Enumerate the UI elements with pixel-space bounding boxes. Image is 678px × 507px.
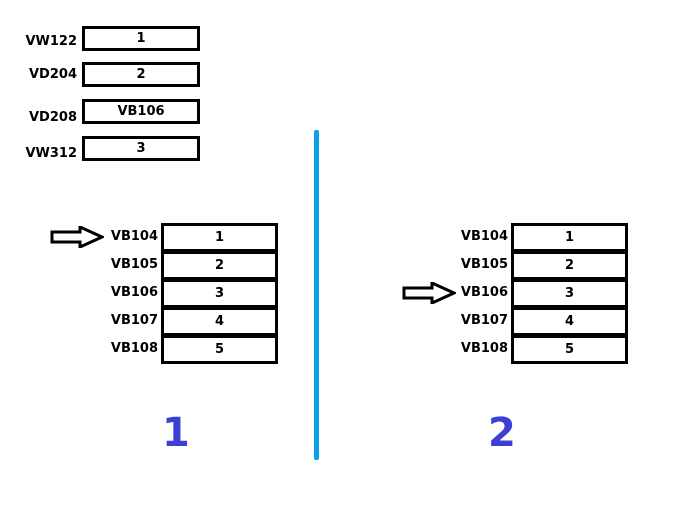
panel-right-caption: 2 — [488, 410, 516, 456]
left-row-box-4: 5 — [161, 335, 278, 364]
top-row-label-3: VW312 — [25, 146, 77, 161]
left-row-box-2: 3 — [161, 279, 278, 308]
top-row-label-0: VW122 — [25, 34, 77, 49]
panel-divider — [314, 130, 319, 460]
right-row-label-2: VB106 — [460, 285, 508, 300]
right-row-box-1: 2 — [511, 251, 628, 280]
top-row-box-1: 2 — [82, 62, 200, 87]
right-row-box-4: 5 — [511, 335, 628, 364]
panel-left-caption: 1 — [162, 410, 190, 456]
left-row-box-0: 1 — [161, 223, 278, 252]
right-row-label-4: VB108 — [460, 341, 508, 356]
top-row-box-2: VB106 — [82, 99, 200, 124]
top-row-label-2: VD208 — [29, 110, 77, 125]
left-row-label-1: VB105 — [110, 257, 158, 272]
right-row-box-2: 3 — [511, 279, 628, 308]
top-row-box-0: 1 — [82, 26, 200, 51]
right-row-label-1: VB105 — [460, 257, 508, 272]
top-row-label-1: VD204 — [29, 67, 77, 82]
right-row-box-0: 1 — [511, 223, 628, 252]
right-arrow-icon — [50, 226, 104, 248]
right-row-label-3: VB107 — [460, 313, 508, 328]
left-row-label-4: VB108 — [110, 341, 158, 356]
left-row-box-3: 4 — [161, 307, 278, 336]
left-row-label-3: VB107 — [110, 313, 158, 328]
right-row-label-0: VB104 — [460, 229, 508, 244]
right-row-box-3: 4 — [511, 307, 628, 336]
left-row-label-2: VB106 — [110, 285, 158, 300]
top-row-box-3: 3 — [82, 136, 200, 161]
left-row-label-0: VB104 — [110, 229, 158, 244]
right-arrow-icon — [402, 282, 456, 304]
left-row-box-1: 2 — [161, 251, 278, 280]
